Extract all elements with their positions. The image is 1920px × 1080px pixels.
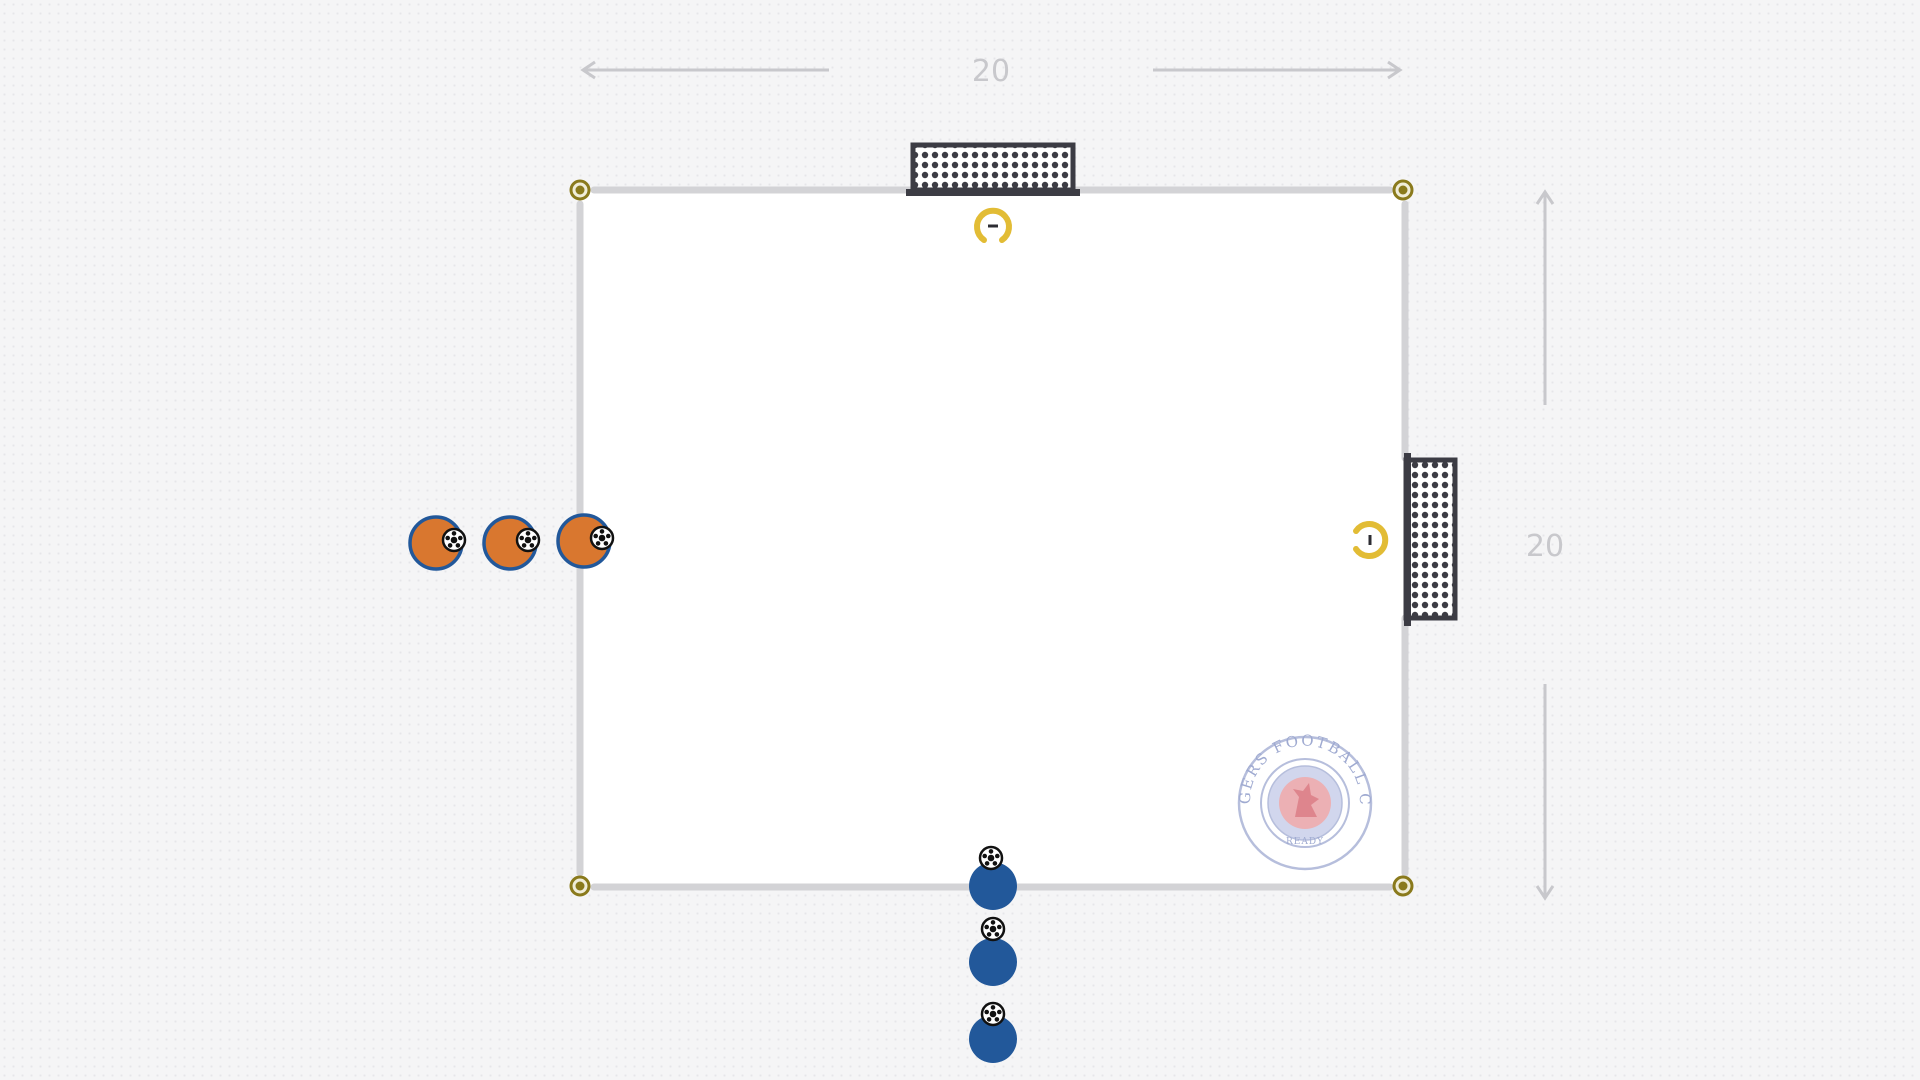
blue-player [969,845,1017,910]
height-dimension-label: 20 [1526,529,1564,564]
blue-player [969,916,1017,986]
blue-player [969,1001,1017,1063]
goalkeeper-number-mark [1368,535,1372,545]
width-dimension [580,60,1403,80]
right-goal [1403,453,1458,626]
corner-cone-top-left [569,179,591,201]
top-goal [906,142,1080,196]
dimension-arrowhead-left [580,60,596,80]
corner-cone-top-right [1392,179,1414,201]
blue-team [969,845,1017,1063]
ball-icon [980,1001,1006,1027]
goalkeeper-number-mark [988,224,998,228]
corner-cone-bottom-left [569,875,591,897]
corner-cone-bottom-right [1392,875,1414,897]
orange-player [482,515,541,571]
top-goalkeeper [974,207,1012,243]
orange-player [556,513,615,569]
width-dimension-label: 20 [972,54,1010,89]
ball-icon [978,845,1004,871]
orange-team [408,513,615,571]
club-crest-logo: RANGERS FOOTBALL CLUB READY [1236,731,1373,871]
orange-player [408,515,467,571]
ball-icon [980,916,1006,942]
dimension-arrowhead-down [1535,885,1555,901]
height-dimension [1535,189,1555,901]
ball-icon [441,527,467,553]
ball-icon [515,527,541,553]
crest-motto: READY [1286,837,1324,847]
right-goalkeeper [1353,521,1389,559]
dimension-arrowhead-right [1387,60,1403,80]
ball-icon [589,525,615,551]
dimension-arrowhead-up [1535,189,1555,205]
